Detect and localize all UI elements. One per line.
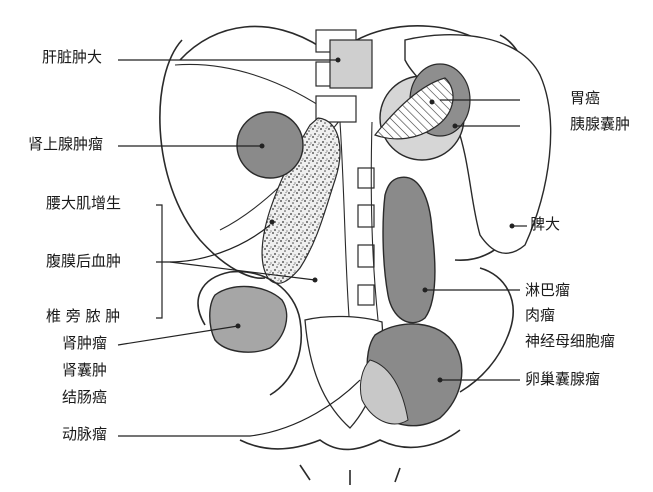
label-renal-cyst: 肾囊肿 [62, 361, 108, 379]
label-paravertebral-abscess: 椎 旁 脓 肿 [46, 307, 121, 325]
label-renal-tumor: 肾肿瘤 [62, 334, 108, 352]
pelvic-floor-outline [239, 429, 461, 485]
psoas-speckled-region [261, 117, 341, 284]
label-psoas-hypertrophy: 腰大肌增生 [46, 194, 122, 212]
label-sarcoma: 肉瘤 [525, 306, 556, 324]
pelvis-outline [197, 267, 514, 396]
leader-lines [117, 57, 527, 437]
label-hepatomegaly: 肝脏肿大 [42, 48, 103, 66]
label-ovarian-cystadenoma: 卵巢囊腺瘤 [525, 370, 601, 388]
adrenal-tumor-shape [236, 111, 304, 179]
label-lymphoma: 淋巴瘤 [525, 281, 571, 299]
ovarian-overlap-light [359, 359, 409, 425]
label-retroperitoneal-hematoma: 腹膜后血肿 [46, 252, 122, 270]
label-colon-cancer: 结肠癌 [62, 388, 108, 406]
label-adrenal-tumor: 肾上腺肿瘤 [28, 135, 104, 153]
vertebral-column [315, 29, 379, 331]
label-pancreatic-cyst: 胰腺囊肿 [570, 115, 631, 133]
gastric-cancer-hatch [374, 77, 454, 140]
renal-tumor-shape [209, 285, 288, 353]
lymphoma-mass-shape [382, 176, 436, 324]
label-neuroblastoma: 神经母细胞瘤 [525, 332, 616, 350]
left-cavity-outline [159, 39, 266, 279]
label-gastric-cancer: 胃癌 [570, 89, 601, 107]
label-splenomegaly: 脾大 [530, 215, 561, 233]
label-aneurysm: 动脉瘤 [62, 425, 108, 443]
